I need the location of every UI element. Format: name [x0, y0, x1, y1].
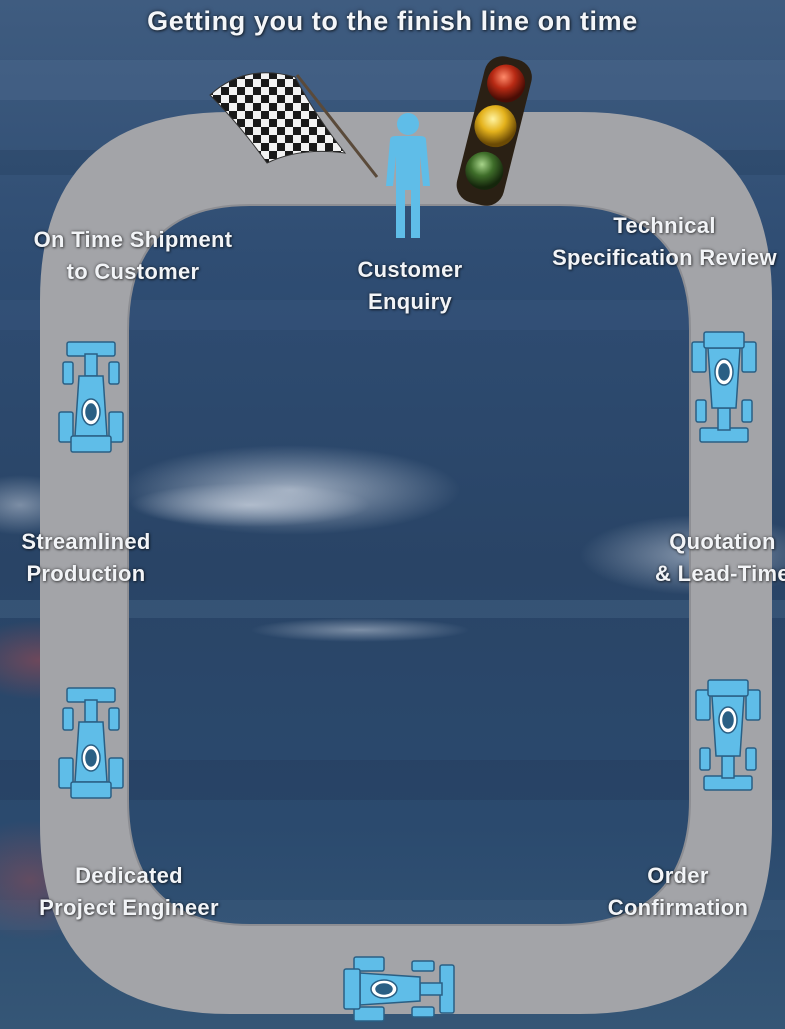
step-customer-enquiry: Customer Enquiry [348, 254, 472, 318]
step-shipment-line2: to Customer [66, 259, 200, 284]
step-quotation-line2: & Lead-Time [655, 561, 785, 586]
step-streamlined-line2: Production [26, 561, 146, 586]
person-icon [386, 113, 430, 238]
step-order-line1: Order [647, 863, 709, 888]
step-streamlined-production: Streamlined Production [14, 526, 158, 590]
step-technical-line1: Technical [613, 213, 716, 238]
step-customer-enquiry-line2: Enquiry [368, 289, 452, 314]
step-customer-enquiry-line1: Customer [357, 257, 463, 282]
step-quotation-line1: Quotation [669, 529, 776, 554]
traffic-light-icon [456, 56, 532, 206]
step-on-time-shipment: On Time Shipment to Customer [24, 224, 242, 288]
step-streamlined-line1: Streamlined [21, 529, 151, 554]
race-car-icon [691, 331, 757, 443]
step-dedicated-line1: Dedicated [75, 863, 183, 888]
step-technical-line2: Specification Review [552, 245, 777, 270]
race-car-icon [343, 956, 455, 1022]
checkered-flag-icon [209, 72, 379, 178]
step-order-line2: Confirmation [607, 895, 749, 920]
step-shipment-line1: On Time Shipment [33, 227, 233, 252]
race-car-icon [695, 679, 761, 791]
race-car-icon [58, 341, 124, 453]
step-dedicated-project-engineer: Dedicated Project Engineer [30, 860, 228, 924]
step-quotation-lead-time: Quotation & Lead-Time [640, 526, 785, 590]
diagram-title: Getting you to the finish line on time [147, 6, 638, 36]
step-dedicated-line2: Project Engineer [39, 895, 219, 920]
step-technical-specification-review: Technical Specification Review [544, 210, 785, 274]
race-car-icon [58, 687, 124, 799]
step-order-confirmation: Order Confirmation [598, 860, 758, 924]
